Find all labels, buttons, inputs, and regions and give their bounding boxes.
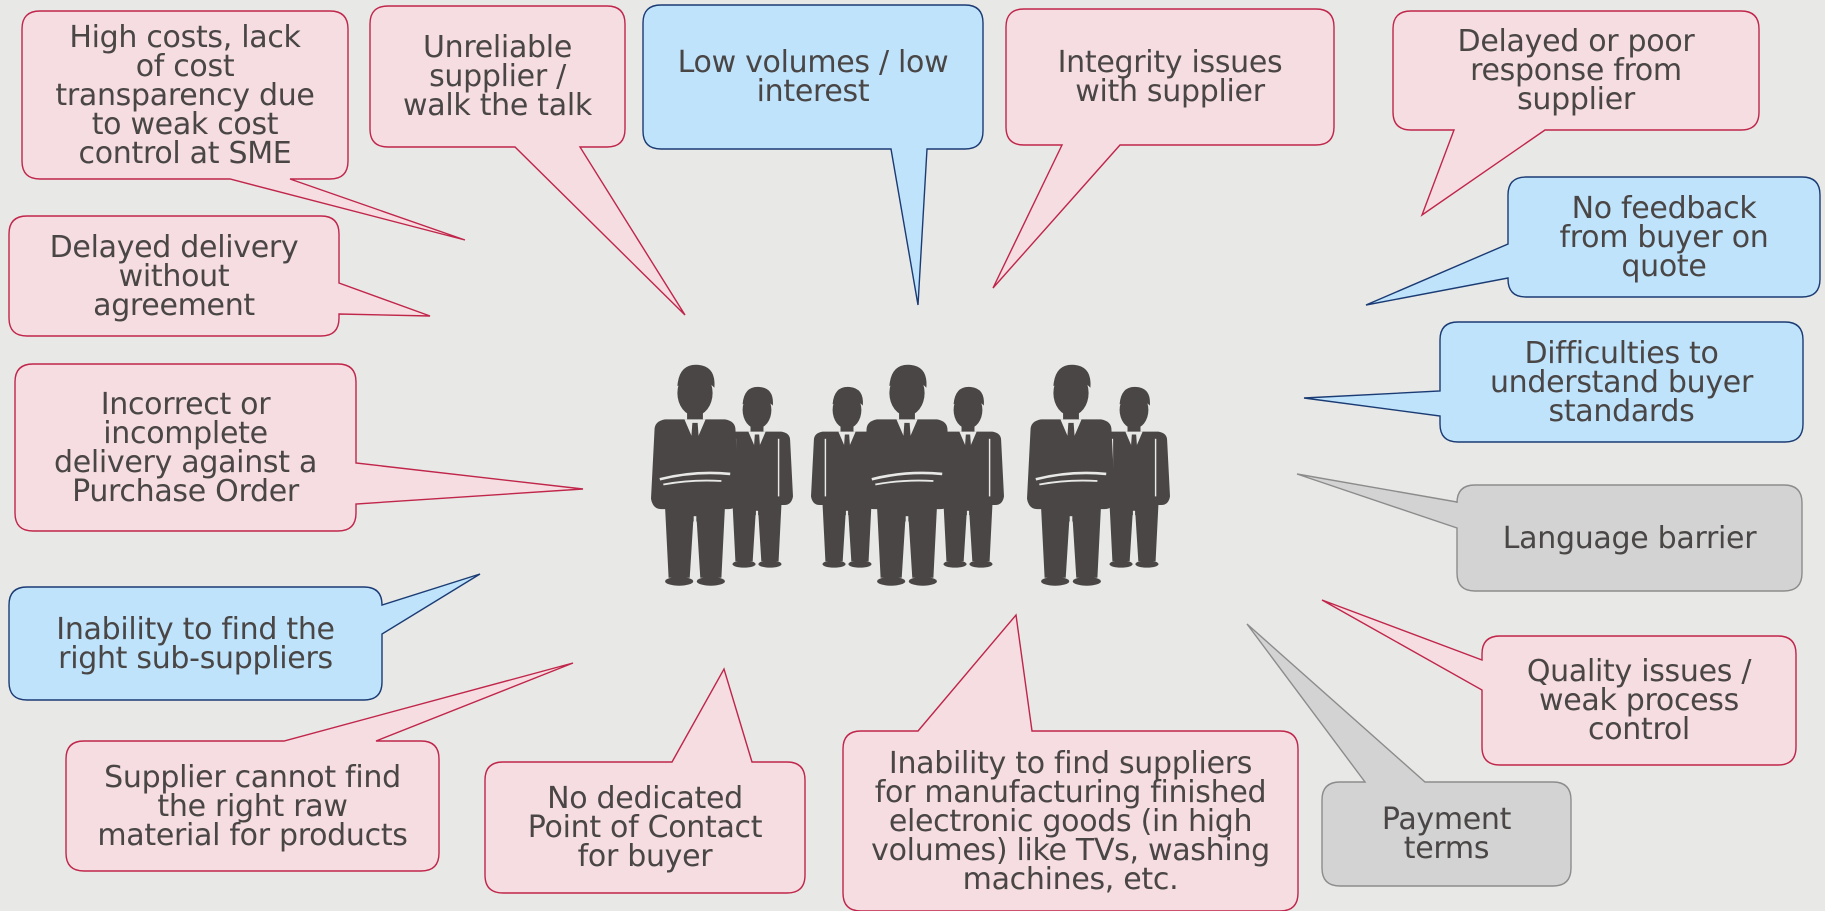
- bubble-shapes: [8, 4, 1821, 911]
- speech-bubble-no-point-of-contact: [484, 667, 806, 894]
- speech-bubble-sub-suppliers: [8, 573, 481, 701]
- speech-bubble-quality-issues: [1321, 599, 1797, 766]
- speech-bubble-high-costs: [21, 10, 466, 241]
- businessman-figure: [863, 364, 951, 586]
- speech-bubble-language-barrier: [1296, 473, 1803, 592]
- businessman-figure: [651, 364, 739, 586]
- speech-bubble-incorrect-delivery: [14, 363, 584, 532]
- speech-bubble-buyer-standards: [1303, 321, 1804, 443]
- speech-bubble-no-feedback: [1365, 176, 1821, 306]
- speech-bubble-integrity-issues: [992, 8, 1335, 289]
- businessman-figure: [721, 386, 793, 568]
- businessman-figure: [1027, 364, 1115, 586]
- group-of-businessmen-icon: [651, 364, 1170, 586]
- speech-bubble-finished-electronics: [842, 613, 1299, 911]
- speech-bubble-payment-terms: [1246, 623, 1572, 887]
- speech-bubble-low-volumes: [642, 4, 984, 306]
- speech-bubble-delayed-delivery: [8, 215, 431, 337]
- speech-bubble-unreliable-supplier: [369, 5, 686, 316]
- speech-bubble-raw-material: [65, 662, 574, 872]
- speech-bubble-delayed-response: [1392, 10, 1760, 217]
